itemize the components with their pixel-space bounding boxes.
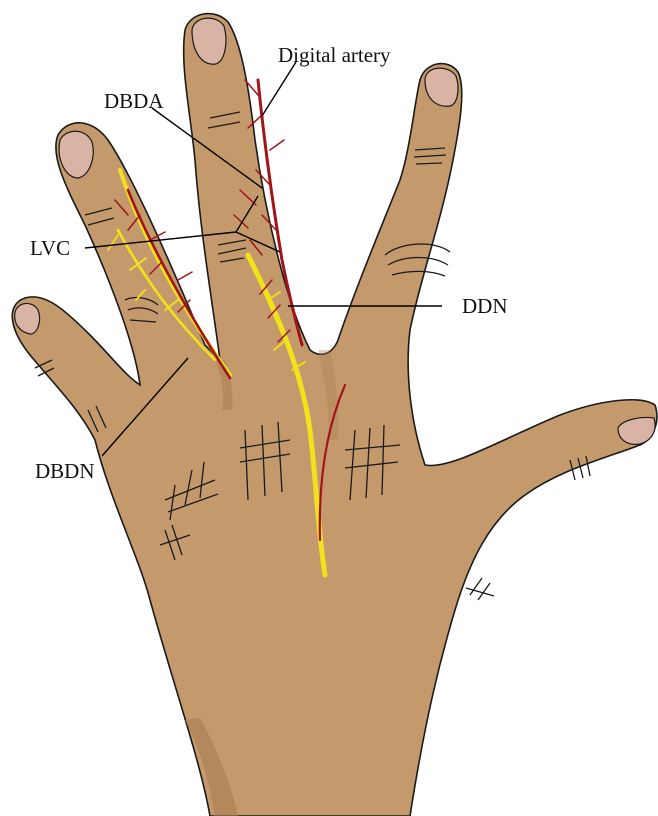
label-digital-artery: Digital artery <box>278 43 391 67</box>
label-dbda: DBDA <box>104 89 164 113</box>
label-ddn: DDN <box>462 294 508 318</box>
leader-digital-artery <box>262 62 296 116</box>
label-dbdn: DBDN <box>35 459 95 483</box>
label-lvc: LVC <box>30 236 70 260</box>
